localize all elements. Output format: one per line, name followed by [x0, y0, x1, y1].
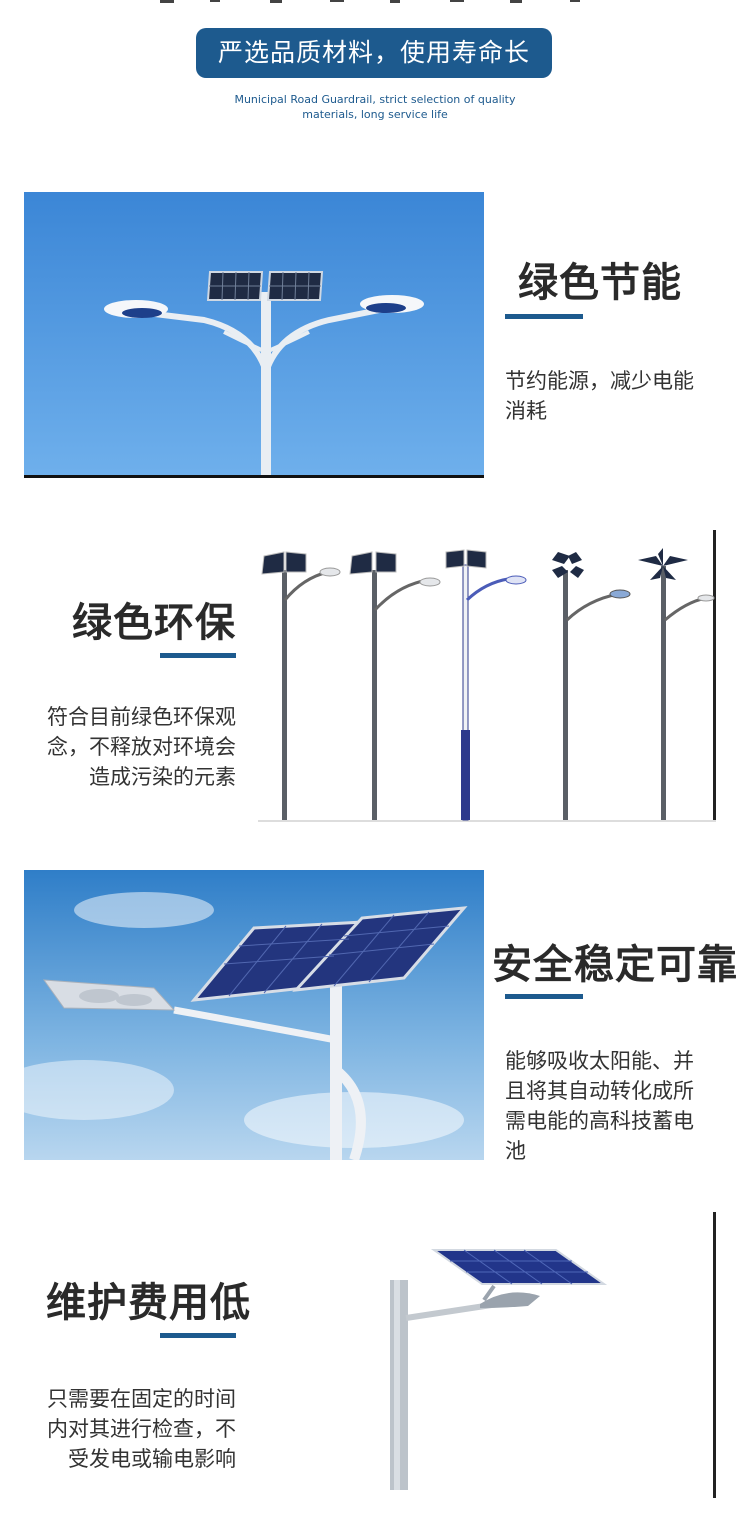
- header-title-banner: 严选品质材料，使用寿命长: [196, 28, 552, 78]
- section-3-description: 能够吸收太阳能、并 且将其自动转化成所 需电能的高科技蓄电 池: [505, 1046, 694, 1166]
- section-4-desc-line-3: 受发电或输电影响: [68, 1447, 236, 1471]
- section-4-description: 只需要在固定的时间 内对其进行检查，不 受发电或输电影响: [20, 1384, 236, 1474]
- photo-streetlight-lineup: [258, 530, 716, 822]
- photo-solar-streetlight-sky: [24, 870, 484, 1160]
- section-2-desc-line-2: 念，不释放对环境会: [47, 735, 236, 759]
- cropped-text-fragment: [120, 0, 640, 6]
- section-2-desc-line-1: 符合目前绿色环保观: [47, 705, 236, 729]
- section-4-title: 维护费用低: [46, 1280, 251, 1326]
- section-4-desc-line-2: 内对其进行检查，不: [47, 1417, 236, 1441]
- section-3-desc-line-3: 需电能的高科技蓄电: [505, 1109, 694, 1133]
- header-title: 严选品质材料，使用寿命长: [217, 38, 530, 67]
- section-3-desc-line-4: 池: [505, 1139, 526, 1163]
- section-1-desc-line-1: 节约能源，减少电能: [505, 369, 694, 393]
- section-1-title: 绿色节能: [518, 260, 682, 306]
- section-4-desc-line-1: 只需要在固定的时间: [47, 1387, 236, 1411]
- section-1-desc-line-2: 消耗: [505, 399, 547, 423]
- photo-single-arm-solar-streetlight: [258, 1212, 716, 1498]
- header-subtitle-line-1: Municipal Road Guardrail, strict selecti…: [234, 93, 516, 106]
- section-2-title: 绿色环保: [72, 600, 236, 646]
- section-3-rule: [505, 994, 583, 999]
- section-3-title: 安全稳定可靠: [492, 942, 738, 988]
- section-2-description: 符合目前绿色环保观 念，不释放对环境会 造成污染的元素: [20, 702, 236, 792]
- section-2-rule: [160, 653, 236, 658]
- photo-double-arm-solar-streetlight: [24, 192, 484, 478]
- section-4-rule: [160, 1333, 236, 1338]
- section-3-desc-line-1: 能够吸收太阳能、并: [505, 1049, 694, 1073]
- section-1-description: 节约能源，减少电能 消耗: [505, 366, 694, 426]
- section-1-rule: [505, 314, 583, 319]
- header-subtitle: Municipal Road Guardrail, strict selecti…: [200, 92, 550, 122]
- header-subtitle-line-2: materials, long service life: [302, 108, 448, 121]
- section-2-desc-line-3: 造成污染的元素: [89, 765, 236, 789]
- section-3-desc-line-2: 且将其自动转化成所: [505, 1079, 694, 1103]
